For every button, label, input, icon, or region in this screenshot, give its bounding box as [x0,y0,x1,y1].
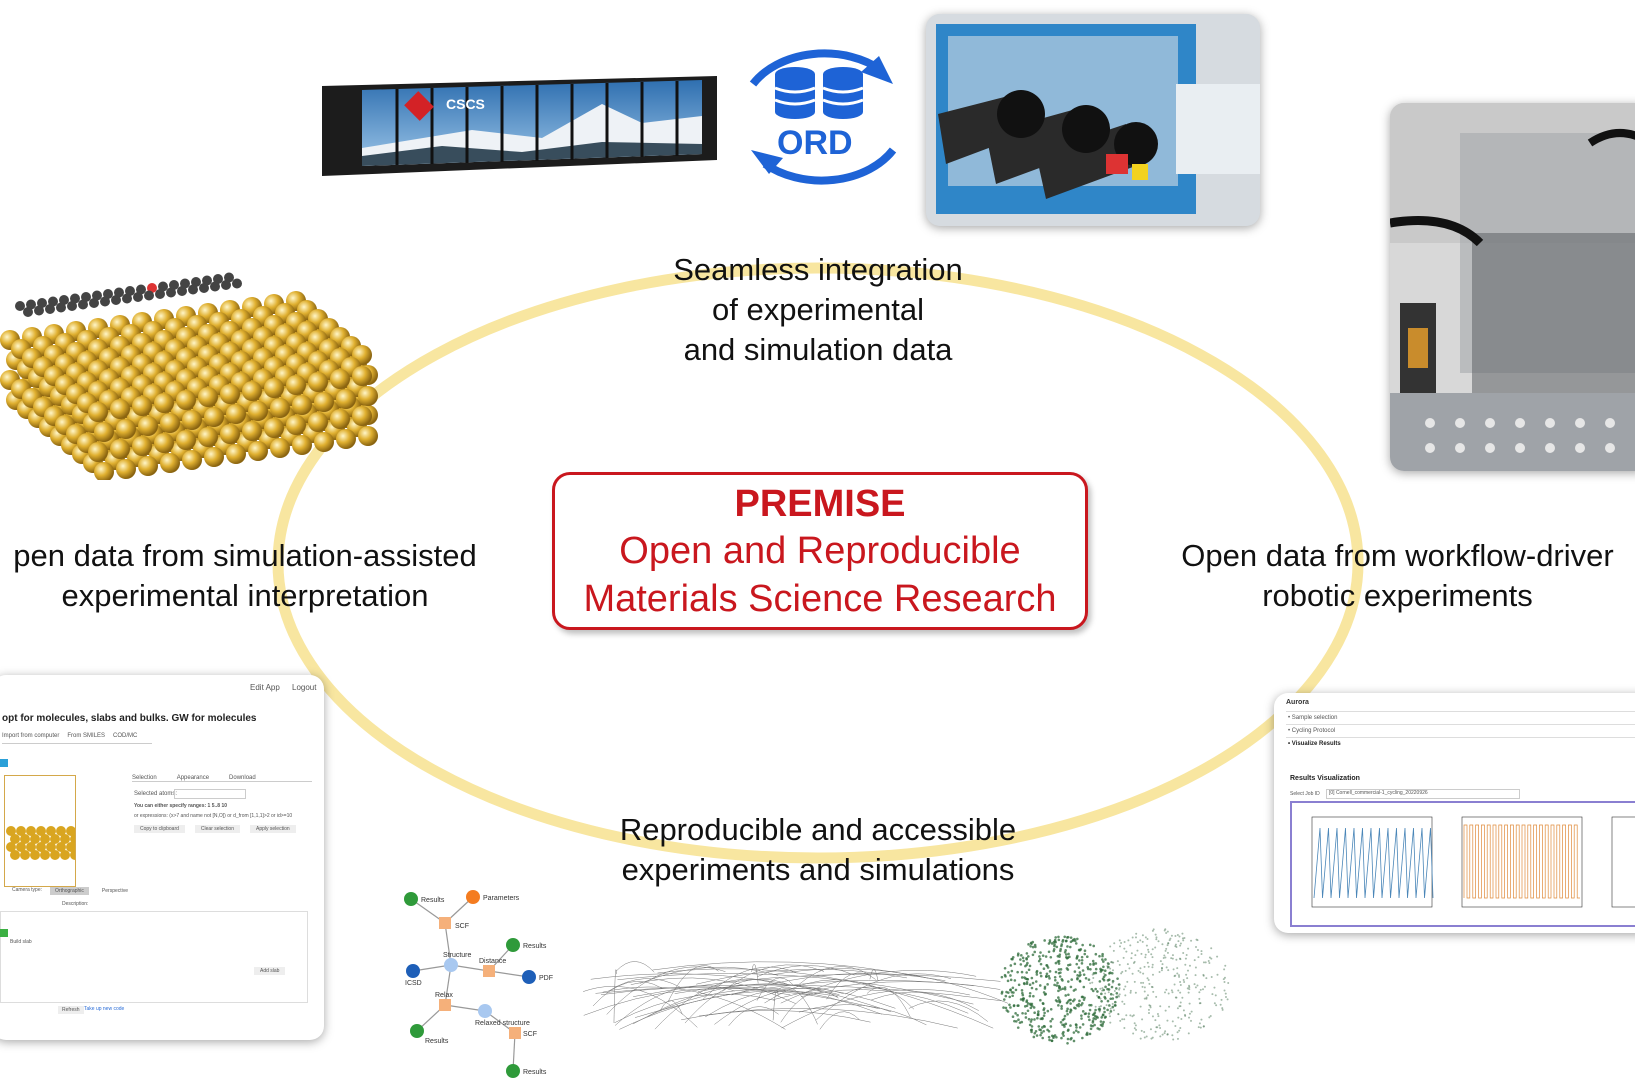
cscs-logo: CSCS [446,96,485,112]
caption-top: Seamless integration of experimental and… [673,252,963,367]
supercomputer-image: CSCS [322,68,717,176]
robot-photo [1390,103,1635,471]
results-visualization-title: Results Visualization [1290,775,1360,782]
premise-title-box: PREMISE Open and Reproducible Materials … [552,472,1088,630]
wf-node-scf-1: SCF [455,923,469,930]
wf-node-results-3: Results [425,1038,449,1045]
clear-selection-button[interactable]: Clear selection [194,825,240,833]
upload-button[interactable] [0,759,8,767]
wf-node-scf-2: SCF [523,1031,537,1038]
orthographic-toggle[interactable]: Orthographic [50,887,89,895]
glovebox-photo [926,14,1260,226]
section-cycling-protocol[interactable]: • Cycling Protocol [1286,725,1635,738]
section-sample-selection[interactable]: • Sample selection [1286,712,1635,725]
logout-link[interactable]: Logout [292,683,317,692]
copy-clipboard-button[interactable]: Copy to clipboard [134,825,185,833]
hint-expressions: or expressions: (x>7 and name not [N,O])… [134,813,293,819]
wf-node-results-2: Results [523,943,547,950]
select-job-dropdown[interactable]: [0] Cornell_commercial-1_cycling_2022092… [1326,789,1520,799]
tab-smiles[interactable]: From SMILES [67,733,106,739]
section-visualize-results[interactable]: • Visualize Results [1288,741,1341,747]
wf-node-pdf: PDF [539,975,553,982]
take-new-code-link[interactable]: Take up new code [84,1006,125,1012]
aurora-title: Aurora [1286,699,1309,706]
wf-node-results-1: Results [421,897,445,904]
hint-ranges: You can either specify ranges: 1 5..8 10 [134,803,228,809]
gold-slab-model [0,270,380,482]
premise-subtitle-line1: Open and Reproducible [619,530,1021,572]
description-label: Description: [62,901,89,907]
camera-type-label: Camera type: [12,887,43,893]
perspective-toggle[interactable]: Perspective [101,888,129,894]
add-slab-button[interactable]: Add slab [254,967,286,975]
data-cluster-graph [1000,895,1240,1085]
edit-app-link[interactable]: Edit App [250,683,280,692]
aurora-app-screenshot: Aurora • Sample selection • Cycling Prot… [1274,693,1635,933]
wf-node-relax: Relax [435,992,453,999]
refresh-button[interactable]: Refresh [58,1006,84,1014]
selected-atoms-label: Selected atoms: [134,791,178,797]
apply-selection-button[interactable]: Apply selection [250,825,296,833]
aiidalab-app-screenshot: Edit App Logout opt for molecules, slabs… [0,675,324,1040]
structure-viewer [4,775,80,887]
tab-selection[interactable]: Selection [132,775,157,781]
select-job-label: Select Job ID [1290,791,1320,797]
caption-left: pen data from simulation-assisted experi… [13,538,477,613]
wf-node-relaxed-structure: Relaxed structure [475,1020,530,1027]
build-slab-tab[interactable]: Build slab [10,939,32,945]
large-provenance-graph [580,950,1020,1050]
caption-bottom: Reproducible and accessible experiments … [619,812,1017,887]
tab-cod[interactable]: COD/MC [113,733,138,739]
selected-atoms-input[interactable] [174,789,246,799]
tab-appearance[interactable]: Appearance [176,775,210,781]
wf-node-parameters: Parameters [483,895,520,902]
wf-node-icsd: ICSD [405,980,422,987]
tab-import[interactable]: Import from computer [2,733,60,739]
cycling-plot-area [1290,801,1635,927]
workflow-provenance-graph: Results Parameters SCF ICSD Structure Re… [395,885,575,1085]
ord-sync-graphic: ORD [733,32,913,197]
wf-node-structure: Structure [443,952,472,959]
app-title: opt for molecules, slabs and bulks. GW f… [2,713,257,724]
premise-subtitle-line2: Materials Science Research [583,578,1057,620]
ord-label: ORD [777,124,853,162]
wf-node-distance: Distance [479,958,506,965]
premise-title: PREMISE [734,483,906,525]
wf-node-results-4: Results [523,1069,547,1076]
caption-right: Open data from workflow-driver robotic e… [1181,538,1614,613]
tab-download[interactable]: Download [229,775,256,781]
